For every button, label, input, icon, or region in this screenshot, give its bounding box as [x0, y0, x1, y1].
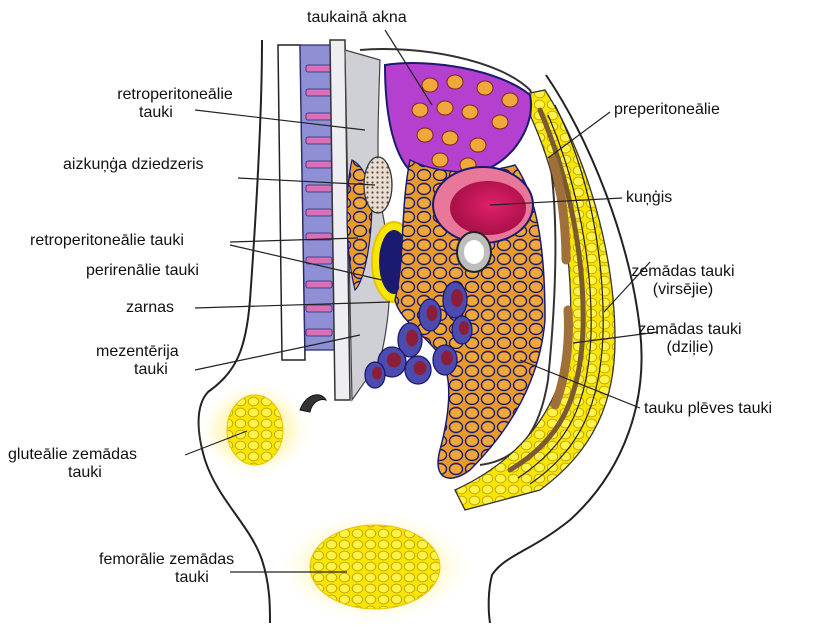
label-subcutaneous-superficial-line2: (virsējie) [628, 281, 738, 299]
label-mesenteric: mezentērija tauki [96, 343, 179, 379]
label-subcutaneous-deep-line1: zemādas tauki [635, 321, 745, 339]
label-retroperitoneal-top-line1: retroperitoneālie [95, 86, 255, 104]
intestine-lumen [441, 351, 453, 366]
intervertebral-disc [306, 113, 332, 120]
intervertebral-disc [306, 329, 332, 336]
label-mesenteric-line2: tauki [96, 361, 179, 379]
intestine-lumen [406, 330, 418, 347]
label-fatty-liver: taukainā akna [307, 9, 407, 27]
label-perirenal: perirenālie tauki [86, 262, 199, 280]
intervertebral-disc [306, 137, 332, 144]
intestine-lumen [459, 321, 469, 335]
label-subcutaneous-deep-line2: (dziļie) [635, 339, 745, 357]
label-subcutaneous-superficial: zemādas tauki (virsējie) [628, 263, 738, 299]
label-stomach: kuņģis [626, 189, 672, 207]
intervertebral-disc [306, 185, 332, 192]
label-gluteal: gluteālie zemādas tauki [8, 446, 137, 482]
liver-fat-droplet [502, 93, 518, 107]
label-femoral: femorālie zemādas tauki [99, 551, 234, 587]
liver-fat-droplet [462, 105, 478, 119]
label-retroperitoneal-top-line2: tauki [95, 104, 255, 122]
intervertebral-disc [306, 65, 332, 72]
label-femoral-line1: femorālie zemādas [99, 551, 234, 569]
liver-fat-droplet [417, 128, 433, 142]
intestine-lumen [387, 353, 401, 368]
intervertebral-disc [306, 281, 332, 288]
stomach [433, 167, 533, 243]
intestine-lumen [427, 305, 438, 321]
intervertebral-disc [306, 209, 332, 216]
femoral-fat [275, 509, 475, 623]
liver [385, 63, 531, 180]
liver-fat-droplet [412, 103, 428, 117]
gluteal-fat [197, 380, 313, 480]
label-mesenteric-line1: mezentērija [96, 343, 179, 361]
label-gluteal-line2: tauki [8, 464, 137, 482]
label-retroperitoneal-mid: retroperitoneālie tauki [30, 232, 184, 250]
label-retroperitoneal-top: retroperitoneālie tauki [95, 86, 255, 122]
intervertebral-disc [306, 161, 332, 168]
liver-fat-droplet [432, 153, 448, 167]
liver-fat-droplet [422, 78, 438, 92]
intestine-lumen [451, 289, 463, 307]
intervertebral-disc [306, 89, 332, 96]
intervertebral-disc [306, 305, 332, 312]
liver-fat-droplet [442, 131, 458, 145]
label-subcutaneous-superficial-line1: zemādas tauki [628, 263, 738, 281]
liver-fat-droplet [492, 115, 508, 129]
label-omental: tauku plēves tauki [644, 400, 772, 418]
spine [278, 40, 350, 400]
intestine-lumen [372, 367, 382, 380]
anal-region [300, 395, 326, 412]
label-preperitoneal: preperitoneālie [614, 101, 720, 119]
liver-fat-droplet [437, 101, 453, 115]
liver-fat-droplet [477, 81, 493, 95]
label-subcutaneous-deep: zemādas tauki (dziļie) [635, 321, 745, 357]
label-pancreas: aizkuņģa dziedzeris [63, 156, 204, 174]
intestine-lumen [414, 361, 427, 375]
liver-fat-droplet [470, 138, 486, 152]
label-gluteal-line1: gluteālie zemādas [8, 446, 137, 464]
label-femoral-line2: tauki [99, 569, 234, 587]
colon [457, 232, 491, 272]
label-intestine: zarnas [126, 299, 174, 317]
liver-fat-droplet [447, 75, 463, 89]
